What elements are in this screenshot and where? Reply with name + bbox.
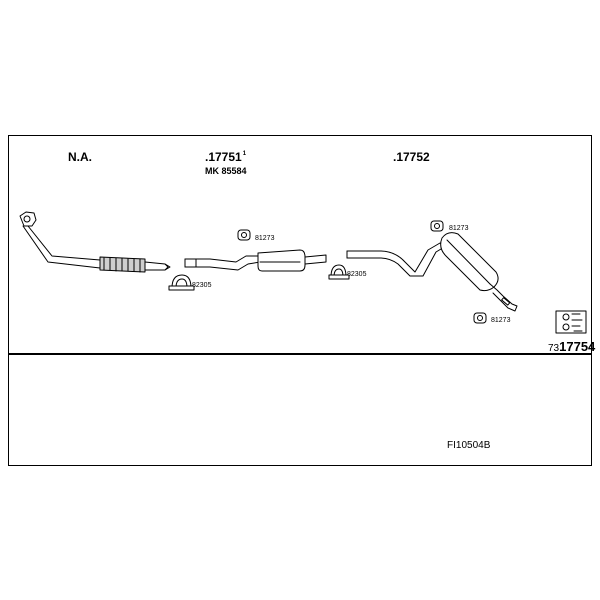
header-na: N.A. xyxy=(68,150,92,164)
diagram-id: FI10504B xyxy=(447,440,491,451)
rear-silencer xyxy=(346,232,518,312)
section-divider xyxy=(8,353,592,355)
header-part-17751-sub: MK 85584 xyxy=(205,166,247,176)
clamp-82305-right xyxy=(328,264,350,280)
kit-icon xyxy=(555,310,587,334)
header-part-17751: .177511 xyxy=(205,151,246,163)
middle-silencer xyxy=(184,249,327,272)
callout-clamp-82305-a: 82305 xyxy=(192,282,212,289)
mount-81273-c xyxy=(473,312,487,324)
header-part-17752: .17752 xyxy=(393,150,430,164)
clamp-82305-left xyxy=(168,274,195,291)
callout-mount-81273-b: 81273 xyxy=(449,225,469,232)
callout-mount-81273-a: 81273 xyxy=(255,235,275,242)
part-17751-superscript: 1 xyxy=(242,151,247,157)
front-pipe xyxy=(19,211,171,273)
part-17751-number: .17751 xyxy=(205,150,242,164)
bottom-part-code-prefix: 73 xyxy=(548,343,560,354)
mount-81273-a xyxy=(237,229,251,241)
bottom-part-code: 7317754 xyxy=(548,339,595,355)
diagram-frame xyxy=(8,135,592,466)
bottom-part-code-main: 17754 xyxy=(559,339,596,354)
callout-clamp-82305-b: 82305 xyxy=(347,271,367,278)
callout-mount-81273-c: 81273 xyxy=(491,317,511,324)
mount-81273-b xyxy=(430,220,444,232)
